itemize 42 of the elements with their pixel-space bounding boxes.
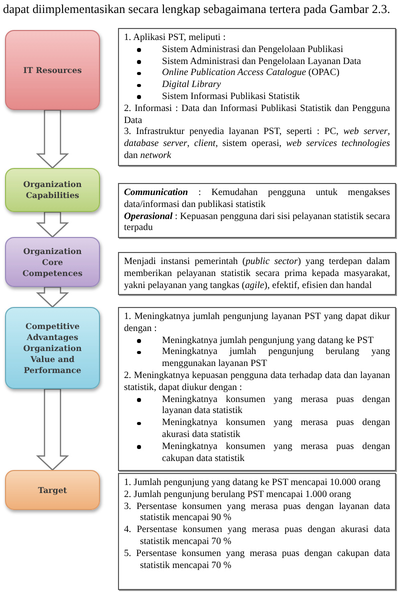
paragraph: 1. Meningkatnya jumlah pengunjung layanan PST yang dapat dikur dengan : bbox=[124, 311, 390, 335]
stage-box bbox=[5, 470, 100, 510]
paragraph: Operasional : Kepuasan pengguna dari sisi pelayanan statistik secara terpadu bbox=[124, 210, 390, 234]
bullet-item: Meningkatnya konsumen yang merasa puas dengan akurasi data statistik bbox=[162, 417, 390, 441]
stage-box bbox=[5, 168, 100, 212]
stage-box bbox=[5, 30, 100, 110]
bullet-item: Digital Library bbox=[162, 79, 222, 91]
bullet-item: Sistem Administrasi dan Pengelolaan Publikasi bbox=[162, 44, 344, 56]
block-arrow bbox=[36, 109, 70, 169]
bullet-item: Sistem Administrasi dan Pengelolaan Layanan Data bbox=[162, 56, 362, 68]
stage-label: IT Resources bbox=[22, 64, 83, 76]
stage-box bbox=[5, 237, 100, 287]
stage-box bbox=[5, 307, 100, 389]
body-text: dapat diimplementasikan secara lengkap sebagaimana tertera pada Gambar 2.3. bbox=[3, 2, 390, 17]
numbered-item: 5. Persentase konsumen yang merasa puas dengan cakupan data statistik mencapai 70 % bbox=[124, 548, 390, 572]
paragraph: Menjadi instansi pemerintah (public sector) yang terdepan dalam memberikan pelayanan statistik secara prima kepada masyarakat, yakni pelayanan yang tangkas (agile), efektif, efisien dan handal bbox=[124, 256, 390, 292]
numbered-item: 3. Persentase konsumen yang merasa puas dengan layanan data statistik mencapai 90 % bbox=[124, 500, 390, 524]
bullet-item: Meningkatnya jumlah pengunjung berulang yang menggunakan layanan PST bbox=[162, 346, 390, 370]
paragraph: Communication : Kemudahan pengguna untuk mengakses data/informasi dan publikasi statistik bbox=[124, 187, 390, 211]
numbered-item: 2. Jumlah pengunjung berulang PST mencapai 1.000 orang bbox=[124, 488, 352, 501]
bullet-item: Sistem Informasi Publikasi Statistik bbox=[162, 90, 301, 103]
stage-label: Organization Capabilities bbox=[22, 179, 83, 201]
text-panel bbox=[118, 252, 396, 296]
paragraph: 3. Infrastruktur penyedia layanan PST, seperti : PC, web server, database server, client, sistem operasi, web services technologies dan network bbox=[124, 126, 390, 162]
block-arrow bbox=[36, 211, 70, 238]
text-panel bbox=[118, 183, 396, 238]
stage-label: Target bbox=[37, 484, 68, 496]
stage-label: Competitive Advantages Organization Value and Performance bbox=[22, 320, 83, 376]
stage-label: Organization Core Competences bbox=[22, 246, 84, 278]
block-arrow bbox=[36, 388, 70, 471]
bullet-item: Meningkatnya konsumen yang merasa puas dengan layanan data statistik bbox=[162, 394, 390, 418]
numbered-item: 4. Persentase konsumen yang merasa puas dengan akurasi data statistik mencapai 70 % bbox=[124, 524, 390, 548]
text-panel bbox=[118, 473, 396, 590]
paragraph: 2. Meningkatnya kepuasan pengguna data terhadap data dan layanan statistik, dapat diukur dengan : bbox=[124, 370, 390, 394]
text-panel bbox=[118, 307, 396, 471]
bullet-item: Meningkatnya konsumen yang merasa puas dengan cakupan data statistik bbox=[162, 440, 390, 464]
numbered-item: 1. Jumlah pengunjung yang datang ke PST mencapai 10.000 orang bbox=[124, 477, 382, 489]
bullet-item: Online Publication Access Catalogue (OPAC) bbox=[162, 67, 340, 80]
block-arrow bbox=[36, 286, 70, 308]
text-panel bbox=[118, 28, 396, 166]
paragraph: 1. Aplikasi PST, meliputi : bbox=[124, 32, 227, 44]
bullet-item: Meningkatnya jumlah pengunjung yang datang ke PST bbox=[162, 334, 375, 346]
